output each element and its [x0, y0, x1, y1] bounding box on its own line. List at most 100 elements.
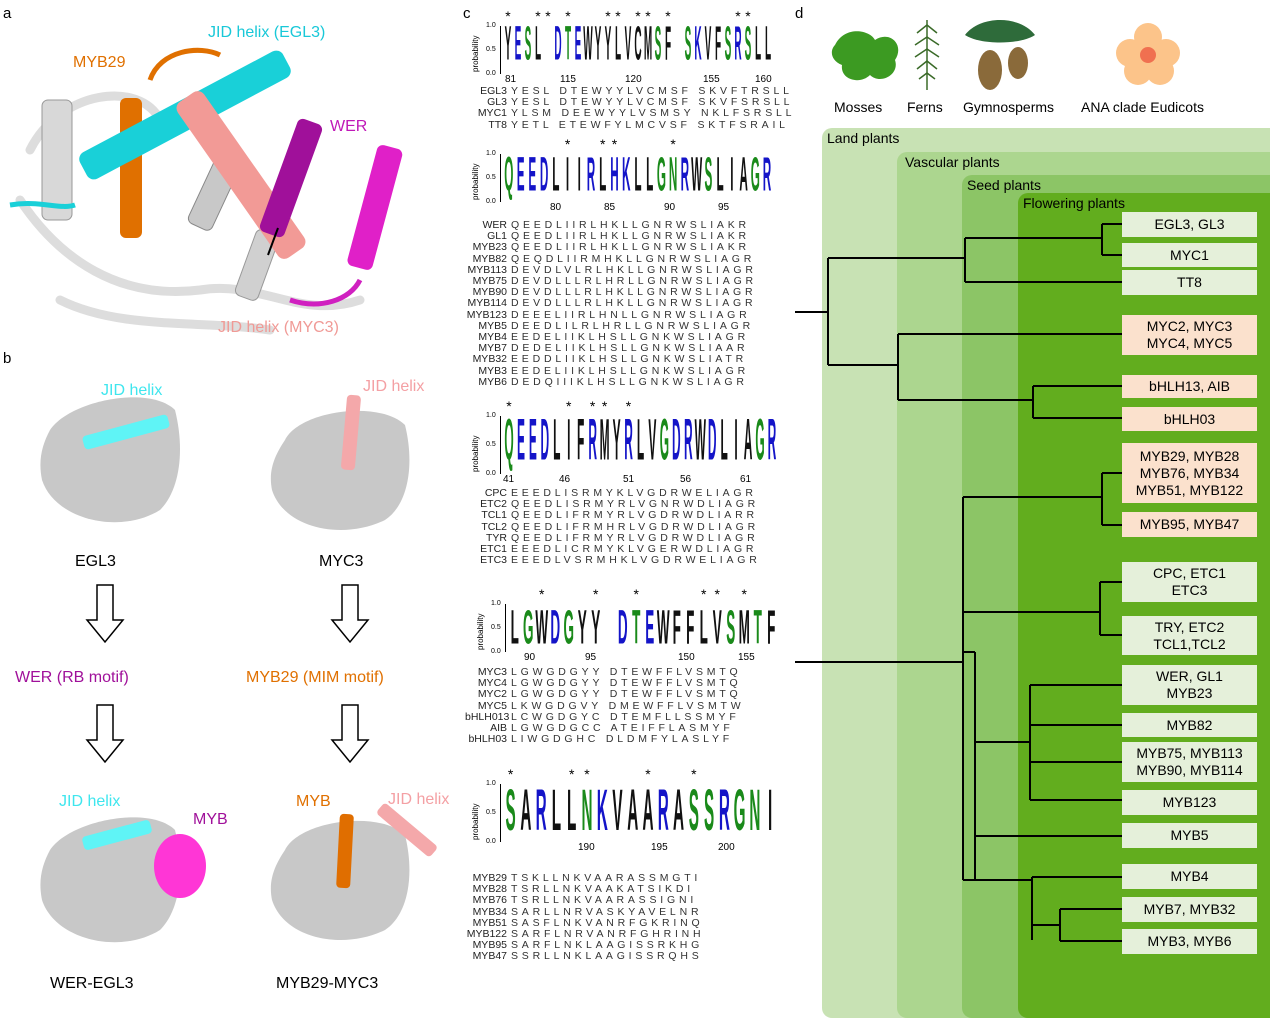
logo-letter: E — [528, 149, 537, 204]
axis-tick-label: 0.5 — [486, 809, 496, 816]
logo-letter: W — [583, 21, 593, 74]
sequence-residues: DEEDLILRLHRLLGNRWSLIAGR — [511, 319, 755, 332]
wer-helix-2 — [347, 145, 403, 270]
logo-letter: D — [617, 600, 628, 654]
axis-tick-label: 1.0 — [486, 22, 496, 29]
logo-letter: I — [577, 149, 581, 204]
star-mark: * — [741, 586, 747, 602]
logo-letter: Y — [612, 406, 621, 475]
gymnosperm-icon — [965, 20, 1035, 90]
sequence-residues: QEQDLIIRMHKLLGNRWSLIAGR — [511, 252, 756, 265]
sequence-name: MYB47 — [472, 950, 507, 963]
sequence-name: MYB113 — [467, 263, 508, 276]
sequence-name: MYB7 — [478, 342, 507, 355]
logo-letter: Y — [594, 21, 602, 74]
sequence-residues: TSKLLNKVAARASSMGTI — [511, 872, 702, 884]
star-mark: * — [691, 766, 697, 782]
star-mark: * — [564, 136, 571, 152]
alignment-row: MYB29 TSKLLNKVAARASSMGTI — [465, 872, 704, 884]
logo-letter: I — [567, 406, 571, 475]
logo-letter: S — [654, 21, 662, 74]
logo-letter: V — [624, 21, 632, 74]
x-tick-label: 95 — [585, 652, 597, 663]
sequence-residues: LGWGDGCC ATEIFFLASMYF — [511, 722, 734, 735]
star-mark: * — [645, 766, 651, 782]
sequence-residues: DEVDLLLRLHKLLGNRWSLIAGR — [511, 297, 757, 310]
logo-letter: S — [684, 21, 692, 74]
logo-letter: G — [563, 600, 574, 654]
logo-letter: R — [767, 406, 777, 475]
conservation-stars: ***** — [503, 766, 778, 782]
logo-letter: S — [524, 21, 532, 74]
x-tick-label: 195 — [651, 842, 668, 853]
star-mark: * — [701, 586, 707, 602]
logo-y-axis — [500, 784, 501, 842]
logo-letter: I — [565, 149, 570, 204]
logo-letter: V — [648, 406, 657, 475]
logo-letter: E — [516, 406, 525, 475]
logo-letter: R — [762, 149, 772, 204]
axis-tick-label: 0.5 — [486, 441, 496, 448]
logo-letter: F — [672, 600, 681, 654]
label-myb29-myc3: MYB29-MYC3 — [276, 975, 379, 992]
logo-letter: D — [539, 149, 549, 204]
plant-label-ferns: Ferns — [907, 99, 943, 115]
sequence-name: GL3 — [487, 96, 507, 109]
x-tick-label: 85 — [604, 202, 616, 213]
panel-label-b: b — [3, 350, 12, 367]
logo-letter: D — [672, 406, 681, 475]
x-tick-label: 46 — [559, 474, 571, 485]
sequence-name: MYB29 — [472, 872, 507, 884]
logo-letter: I — [768, 780, 773, 845]
logo-letter: W — [656, 600, 670, 654]
leaf-label: MYB82 — [1122, 713, 1257, 737]
logo-letter: G — [659, 406, 670, 475]
logo-letter: L — [646, 149, 654, 204]
logo-letter: D — [550, 600, 561, 654]
x-tick-label: 90 — [664, 202, 676, 213]
label-jid-helix-3: JID helix — [59, 793, 121, 810]
label-egl3: EGL3 — [75, 553, 116, 570]
x-tick-label: 120 — [625, 74, 642, 85]
sequence-residues: DEVDLLLRLHKLLGNRWSLIAGR — [511, 286, 757, 299]
star-mark: * — [589, 398, 596, 414]
star-mark: * — [565, 8, 571, 24]
sequence-residues: YESL DTEWYYLVCMSF SKVFSRSLL — [511, 96, 794, 109]
logo-letter: G — [656, 149, 666, 204]
logo-letter: K — [694, 21, 702, 74]
sequence-name: ETC3 — [480, 554, 507, 567]
sequence-residues: QEEDLIFRMYRLVGDRWDLIAGR — [511, 531, 759, 544]
logo-letter: L — [699, 600, 708, 654]
sequence-residues: SARFLNRVANRFGHRINH — [511, 928, 705, 941]
sequence-residues: QEEDLIFRMYRLVGDRWDLIARR — [511, 509, 758, 522]
panel-label-a: a — [3, 5, 12, 22]
logo-y-axis — [500, 154, 501, 202]
logo-letter: Q — [504, 149, 514, 204]
logo-letter: V — [704, 21, 712, 74]
logo-letter: E — [516, 149, 525, 204]
axis-tick-label: 1.0 — [486, 780, 496, 787]
conservation-stars: **** — [503, 136, 773, 152]
leaf-label: MYB95, MYB47 — [1122, 512, 1257, 537]
axis-tick-label: 0.5 — [486, 46, 496, 53]
sequence-residues: YLSM DEEWYYLVSMSY NKLFSRSLL — [511, 107, 796, 120]
sequence-name: TT8 — [488, 118, 507, 131]
x-tick-label: 155 — [738, 652, 755, 663]
